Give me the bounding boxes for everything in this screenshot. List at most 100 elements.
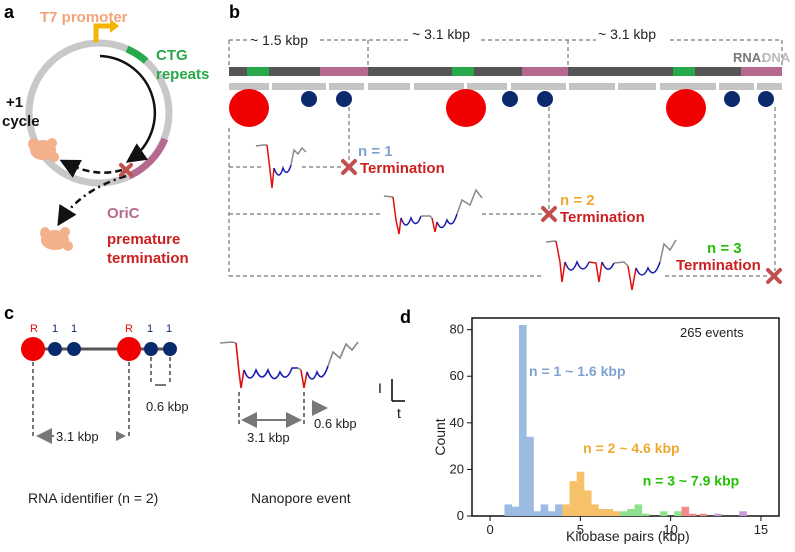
marker-1c bbox=[144, 342, 158, 356]
series-label: n = 3 ~ 7.9 kbp bbox=[643, 473, 740, 489]
histogram-bar bbox=[739, 511, 747, 516]
caption-rna-identifier: RNA identifier (n = 2) bbox=[28, 490, 158, 506]
event-guides bbox=[238, 392, 305, 426]
marker-label-1c: 1 bbox=[147, 323, 153, 335]
histogram-bar bbox=[547, 511, 556, 516]
histogram-bar bbox=[504, 504, 513, 516]
event-1-n: n = 1 bbox=[358, 143, 393, 160]
histogram-bar bbox=[641, 513, 650, 516]
legend-rna: RNA: bbox=[733, 50, 766, 65]
marker-r-1 bbox=[21, 337, 45, 361]
marker-label-1a: 1 bbox=[52, 323, 58, 335]
ctg-block-2 bbox=[452, 67, 474, 76]
marker-1a bbox=[48, 342, 62, 356]
x-tick-label: 10 bbox=[663, 522, 677, 537]
histogram-bar bbox=[591, 504, 599, 516]
trace-long-label: 3.1 kbp bbox=[247, 430, 290, 445]
rna-strand bbox=[229, 67, 782, 76]
histogram-bar bbox=[627, 509, 635, 516]
panel-letter-b: b bbox=[229, 2, 240, 22]
oric-block-1 bbox=[320, 67, 368, 76]
oric-label: OriC bbox=[107, 205, 140, 222]
histogram-bar bbox=[526, 436, 534, 516]
marker-1d bbox=[163, 342, 177, 356]
cycle-label-line1: +1 bbox=[6, 94, 23, 111]
dna-segments bbox=[229, 83, 782, 90]
marker-label-1d: 1 bbox=[166, 323, 172, 335]
oric-arc bbox=[127, 137, 169, 180]
seg1-bg bbox=[248, 31, 320, 49]
trace-short-label: 0.6 kbp bbox=[314, 416, 357, 431]
scale-bar bbox=[391, 379, 405, 402]
event-2-termination: Termination bbox=[560, 209, 645, 226]
x-tick-label: 0 bbox=[486, 522, 493, 537]
segment-1-length: ~ 1.5 kbp bbox=[250, 32, 308, 48]
panel-b: b ~ 1.5 kbp ~ 3.1 kbp ~ 3.1 kbp RNA: DNA bbox=[228, 2, 791, 291]
scale-t-label: t bbox=[397, 405, 401, 421]
histogram-bar bbox=[569, 481, 578, 516]
histogram-bar bbox=[584, 490, 592, 516]
event-1-termination: Termination bbox=[360, 160, 445, 177]
panel-letter-c: c bbox=[4, 303, 14, 323]
histogram-bar bbox=[681, 506, 690, 516]
segment-3-length: ~ 3.1 kbp bbox=[598, 26, 656, 42]
panel-c: c R 1 1 R 1 1 3.1 kbp 0.6 kbp RNA identi… bbox=[4, 303, 405, 506]
identifier-guides bbox=[32, 357, 171, 436]
event-trace bbox=[219, 341, 359, 389]
histogram-bars bbox=[504, 325, 747, 516]
ctg-label-line1: CTG bbox=[156, 47, 188, 64]
seg3-bg bbox=[596, 24, 668, 42]
histogram-bar bbox=[555, 504, 563, 516]
nanopore-traces bbox=[255, 144, 677, 291]
histogram-bar bbox=[699, 513, 708, 516]
series-label: n = 1 ~ 1.6 kbp bbox=[529, 363, 626, 379]
histogram-bar bbox=[612, 511, 621, 516]
panel-a: a T7 promot bbox=[2, 2, 209, 267]
promoter-arrowhead-icon bbox=[110, 19, 119, 33]
x-tick-label: 15 bbox=[754, 522, 768, 537]
histogram-bar bbox=[598, 509, 606, 516]
premature-arrow bbox=[57, 174, 127, 227]
termination-x-icon bbox=[119, 163, 133, 177]
premature-label-line2: termination bbox=[107, 250, 189, 267]
segment-2-length: ~ 3.1 kbp bbox=[412, 26, 470, 42]
event-3-n: n = 3 bbox=[707, 240, 742, 257]
histogram-bar bbox=[659, 511, 668, 516]
segment-brackets bbox=[228, 39, 783, 66]
y-tick-label: 60 bbox=[450, 368, 464, 383]
histogram-bar bbox=[562, 504, 570, 516]
event-connectors bbox=[228, 107, 776, 277]
caption-nanopore-event: Nanopore event bbox=[251, 490, 351, 506]
marker-label-r2: R bbox=[125, 323, 133, 335]
y-tick-label: 80 bbox=[450, 322, 464, 337]
termination-x-icons bbox=[341, 159, 782, 284]
event-3-termination: Termination bbox=[676, 257, 761, 274]
histogram-bar bbox=[511, 506, 520, 516]
ctg-block-3 bbox=[673, 67, 695, 76]
released-polymerase-icon bbox=[40, 227, 73, 251]
rna-identifier-markers bbox=[229, 89, 774, 127]
marker-label-r1: R bbox=[30, 323, 38, 335]
histogram-bar bbox=[688, 513, 697, 516]
histogram-bar bbox=[519, 325, 527, 516]
histogram-bar bbox=[576, 471, 585, 516]
seg2-bg bbox=[408, 24, 480, 42]
histogram-bar bbox=[540, 504, 549, 516]
ctg-label-line2: repeats bbox=[156, 66, 209, 83]
distance-short-label: 0.6 kbp bbox=[146, 399, 189, 414]
marker-r-2 bbox=[117, 337, 141, 361]
ctg-block-1 bbox=[247, 67, 269, 76]
histogram-bar bbox=[605, 509, 614, 516]
series-label: n = 2 ~ 4.6 kbp bbox=[583, 440, 680, 456]
dist-long-bg bbox=[54, 428, 116, 444]
marker-label-1b: 1 bbox=[71, 323, 77, 335]
histogram-bar bbox=[620, 511, 628, 516]
t7-promoter-icon bbox=[93, 23, 112, 42]
panel-letter-a: a bbox=[4, 2, 15, 22]
histogram-bar bbox=[714, 513, 722, 516]
legend-dna: DNA bbox=[762, 50, 791, 65]
scale-i-label: I bbox=[378, 380, 382, 396]
plasmid-circle bbox=[25, 39, 173, 187]
